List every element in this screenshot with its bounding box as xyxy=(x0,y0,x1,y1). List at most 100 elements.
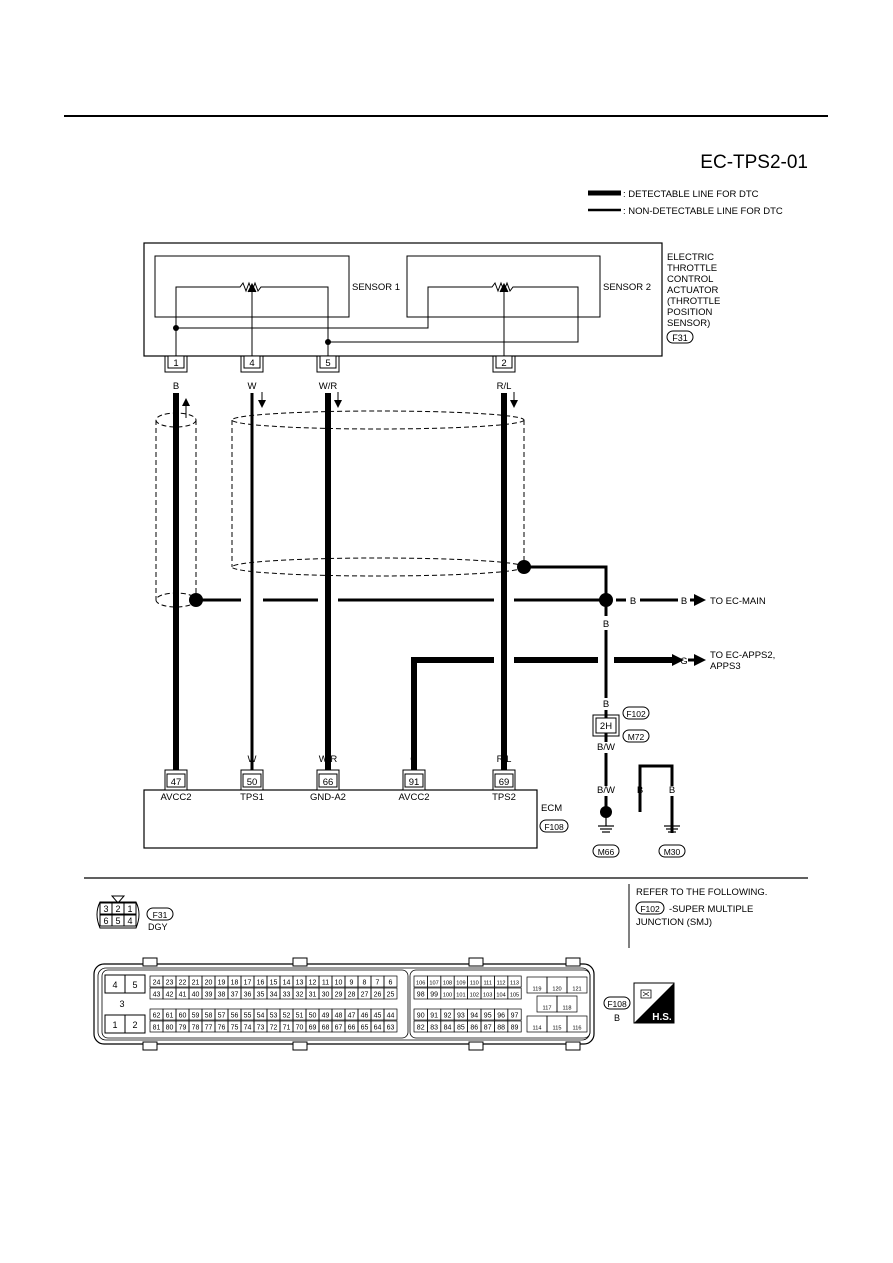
connector-pin-number: 21 xyxy=(192,980,200,987)
svg-text:TO EC-APPS2,: TO EC-APPS2, xyxy=(710,650,775,661)
connector-pin-number: 33 xyxy=(283,992,291,999)
svg-text:5: 5 xyxy=(325,358,330,369)
connector-pin-number: 96 xyxy=(497,1013,505,1020)
connector-pin-number: 62 xyxy=(153,1013,161,1020)
connector-pin-cell xyxy=(556,995,578,1013)
svg-text:GND-A2: GND-A2 xyxy=(310,792,346,803)
connector-pin-number: 43 xyxy=(153,992,161,999)
svg-text:91: 91 xyxy=(409,777,420,788)
svg-text:50: 50 xyxy=(247,777,258,788)
connector-pin-number: 7 xyxy=(376,980,380,987)
connector-pin-cell xyxy=(507,987,522,1000)
svg-text:(THROTTLE: (THROTTLE xyxy=(667,296,720,307)
connector-pin-number: 11 xyxy=(322,980,329,987)
svg-text:ELECTRIC: ELECTRIC xyxy=(667,252,714,263)
svg-text:G: G xyxy=(410,754,417,765)
m72-label: M72 xyxy=(628,732,645,742)
svg-text:APPS3: APPS3 xyxy=(710,661,741,672)
svg-text:POSITION: POSITION xyxy=(667,307,713,318)
connector-pin-number: 59 xyxy=(192,1013,200,1020)
connector-pin-number: 26 xyxy=(374,992,382,999)
svg-text:ACTUATOR: ACTUATOR xyxy=(667,285,719,296)
connector-pin-number: 42 xyxy=(166,992,174,999)
connector-pin-number: 53 xyxy=(270,1013,278,1020)
svg-text:H.S.: H.S. xyxy=(652,1012,672,1023)
connector-pin-number: 39 xyxy=(205,992,213,999)
connector-pin-number: 47 xyxy=(348,1013,356,1020)
f108-connector-label: F108 xyxy=(544,822,564,832)
svg-text:69: 69 xyxy=(499,777,510,788)
sensor2-label: SENSOR 2 xyxy=(603,282,651,293)
connector-pin-number: 80 xyxy=(166,1025,174,1032)
connector-pin-cell xyxy=(566,1015,588,1033)
shield-cylinders xyxy=(155,410,525,608)
connector-pin-number: 69 xyxy=(309,1025,317,1032)
connector-pin-number: 86 xyxy=(470,1025,478,1032)
connector-pin-number: 40 xyxy=(192,992,200,999)
connector-pin-number: 84 xyxy=(444,1025,452,1032)
svg-text:B: B xyxy=(603,619,609,630)
svg-text:W: W xyxy=(248,754,257,765)
svg-text:1: 1 xyxy=(173,358,178,369)
svg-text:B: B xyxy=(681,596,687,607)
f108-big-pins: 4 5 3 1 2 xyxy=(104,974,146,1034)
connector-pin-number: 104 xyxy=(496,993,505,999)
connector-pin-number: 60 xyxy=(179,1013,187,1020)
ecm-pins: 47 50 66 91 69 xyxy=(164,769,516,791)
connector-pin-number: 117 xyxy=(543,1006,552,1012)
svg-text:W: W xyxy=(248,381,257,392)
connector-pin-cell xyxy=(383,1020,398,1033)
connector-pin-number: 9 xyxy=(350,980,354,987)
svg-text:SENSOR): SENSOR) xyxy=(667,318,710,329)
f31-footer-label: F31 xyxy=(153,910,168,920)
svg-text:4: 4 xyxy=(249,358,254,369)
f102-tag xyxy=(622,706,650,720)
connector-pin-number: 111 xyxy=(483,981,492,987)
connector-pin-number: 87 xyxy=(484,1025,492,1032)
ecm-label: ECM xyxy=(541,803,562,814)
connector-pin-number: 35 xyxy=(257,992,265,999)
f102-label: F102 xyxy=(626,709,646,719)
svg-text:1: 1 xyxy=(112,1020,117,1030)
connector-pin-number: 32 xyxy=(296,992,304,999)
connector-pin-number: 57 xyxy=(218,1013,226,1020)
connector-pin-number: 93 xyxy=(457,1013,465,1020)
connector-pin-number: 100 xyxy=(443,993,452,999)
f108-footer-tag xyxy=(603,996,631,1010)
svg-text:AVCC2: AVCC2 xyxy=(399,792,430,803)
connector-pin-number: 61 xyxy=(166,1013,174,1020)
svg-text:47: 47 xyxy=(171,777,182,788)
svg-text:W/R: W/R xyxy=(319,754,338,765)
connector-pin-cell xyxy=(507,975,522,988)
svg-text:6: 6 xyxy=(103,916,108,926)
refer-f102-label: F102 xyxy=(640,904,660,914)
m66-tag xyxy=(592,844,620,858)
connector-pin-number: 8 xyxy=(363,980,367,987)
actuator-box xyxy=(143,242,663,357)
connector-pin-number: 73 xyxy=(257,1025,265,1032)
svg-text:TPS1: TPS1 xyxy=(240,792,264,803)
connector-pin-number: 29 xyxy=(335,992,343,999)
smj-connector xyxy=(595,717,617,734)
svg-text:4: 4 xyxy=(127,916,132,926)
svg-text:5: 5 xyxy=(115,916,120,926)
connector-pin-number: 38 xyxy=(218,992,226,999)
connector-pin-number: 20 xyxy=(205,980,213,987)
connector-pin-number: 31 xyxy=(309,992,317,999)
connector-pin-number: 17 xyxy=(244,980,252,987)
connector-pin-number: 22 xyxy=(179,980,187,987)
connector-pin-number: 115 xyxy=(553,1026,562,1032)
f108-tag xyxy=(539,819,569,833)
connector-pin-number: 103 xyxy=(483,993,492,999)
refer-text1: -SUPER MULTIPLE xyxy=(669,904,753,915)
connector-pin-number: 55 xyxy=(244,1013,252,1020)
wire-verticals-overlay xyxy=(250,590,608,672)
actuator-wire-colors: B W W/R R/L xyxy=(173,381,512,392)
refer-f102-tag xyxy=(635,901,665,915)
svg-text:TPS2: TPS2 xyxy=(492,792,516,803)
shield-ground-dot xyxy=(189,593,203,607)
connector-pin-number: 120 xyxy=(552,987,561,993)
connector-pin-number: 101 xyxy=(456,993,465,999)
svg-text:5: 5 xyxy=(132,980,137,990)
